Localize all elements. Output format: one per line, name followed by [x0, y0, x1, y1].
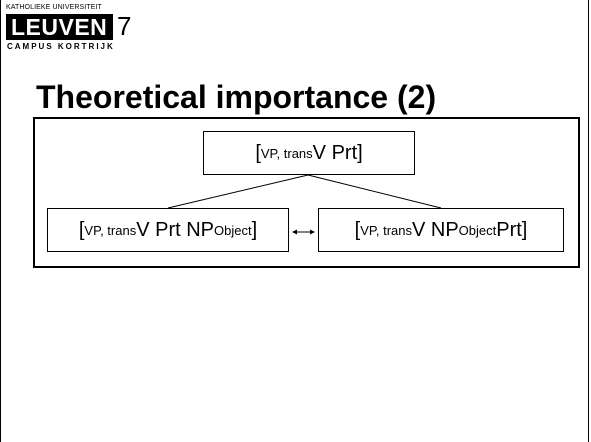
- branch-right-line: [307, 174, 442, 209]
- node-left-open: [: [78, 218, 85, 241]
- logo-top-text: KATHOLIEKE UNIVERSITEIT: [6, 4, 102, 11]
- node-top-subscript: VP, trans: [260, 145, 313, 161]
- branch-left-line: [167, 174, 309, 209]
- node-top-open: [: [255, 141, 261, 164]
- slide-title: Theoretical importance (2): [36, 79, 437, 115]
- node-left-subscript-2: Object: [214, 222, 252, 238]
- node-top-text: V Prt]: [312, 141, 363, 164]
- bidirectional-arrow-icon: [292, 229, 315, 235]
- tree-node-top: [VP, trans V Prt]: [203, 131, 415, 175]
- logo-main-text: LEUVEN: [6, 14, 114, 40]
- node-left-close: ]: [251, 218, 258, 241]
- node-right-close: Prt]: [496, 218, 528, 241]
- logo-sub-text: CAMPUS KORTRIJK: [7, 42, 115, 51]
- node-right-open: [: [354, 218, 361, 241]
- university-logo: KATHOLIEKE UNIVERSITEIT LEUVEN CAMPUS KO…: [6, 4, 114, 58]
- diagram-frame: [33, 117, 580, 268]
- node-right-text: V NP: [411, 218, 459, 241]
- slide-number: 7: [117, 11, 132, 41]
- node-left-text: V Prt NP: [136, 218, 214, 241]
- node-right-subscript-2: Object: [458, 222, 497, 238]
- node-left-subscript: VP, trans: [84, 222, 137, 238]
- node-right-subscript: VP, trans: [360, 222, 412, 238]
